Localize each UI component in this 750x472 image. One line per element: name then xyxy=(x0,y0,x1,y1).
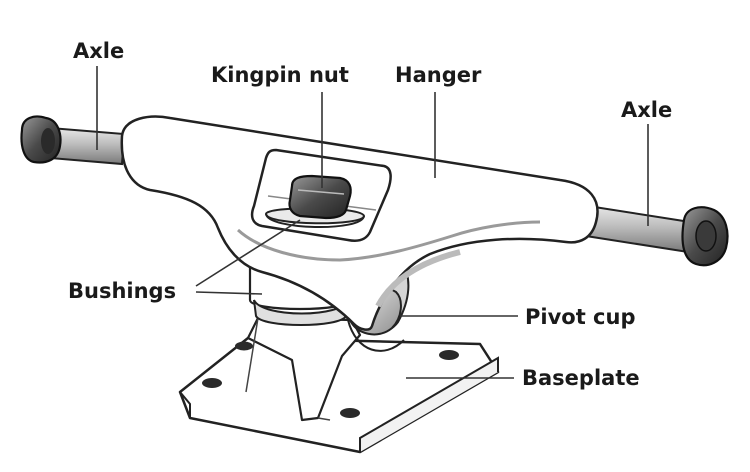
left-axle-shape xyxy=(20,115,126,166)
mounting-hole xyxy=(235,341,253,351)
label-hanger: Hanger xyxy=(395,63,482,87)
label-kingpin-nut: Kingpin nut xyxy=(211,63,349,87)
label-bushings: Bushings xyxy=(68,279,177,303)
baseplate-shape xyxy=(178,316,500,454)
label-baseplate: Baseplate xyxy=(522,366,640,390)
leader-bushings-lower xyxy=(195,291,263,295)
leader-lines xyxy=(96,66,649,379)
mounting-hole xyxy=(340,408,360,418)
kingpin-nut-shape xyxy=(288,174,352,220)
leader-bushings-upper xyxy=(195,219,301,287)
right-axle-shape xyxy=(584,204,729,267)
label-axle-left: Axle xyxy=(73,39,125,63)
mounting-hole xyxy=(202,378,222,388)
mounting-hole xyxy=(439,350,459,360)
label-pivot-cup: Pivot cup xyxy=(525,305,636,329)
label-axle-right: Axle xyxy=(621,98,673,122)
hanger-shape xyxy=(120,115,599,331)
